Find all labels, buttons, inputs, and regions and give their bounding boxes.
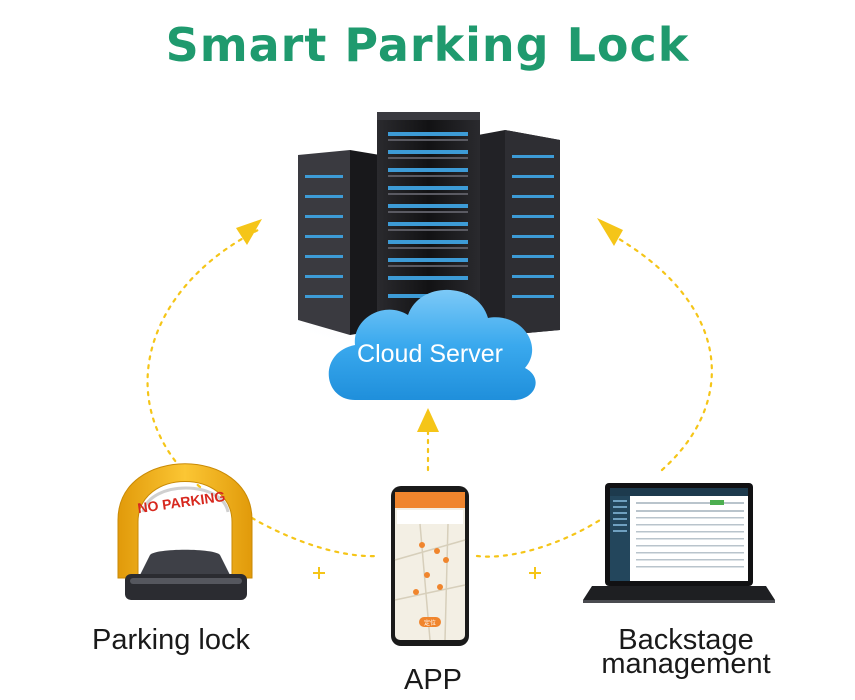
diagram-title: Smart Parking Lock	[165, 18, 690, 72]
plus-icon-right	[529, 567, 541, 579]
connector-lock-cloud	[146, 228, 260, 489]
backstage-label-line-1: Backstage	[618, 624, 754, 656]
connector-backstage-cloud	[605, 230, 713, 472]
cloud-icon	[328, 289, 536, 401]
arrow-head-center	[417, 408, 439, 432]
connector-lock-app	[250, 516, 380, 558]
laptop-icon	[583, 483, 775, 603]
backstage-label-line-2: management	[601, 648, 771, 680]
parking-lock-label: Parking lock	[92, 624, 250, 656]
app-label: APP	[404, 664, 463, 696]
backstage-label: Backstage management	[591, 624, 781, 680]
arrow-head-right	[597, 218, 623, 246]
plus-icon-left	[313, 567, 325, 579]
connector-lines	[146, 228, 713, 558]
cloud-server-label: Cloud Server	[357, 340, 503, 368]
connector-app-backstage	[475, 518, 602, 558]
arrow-head-left	[236, 219, 262, 245]
smartphone-icon: 定位	[391, 486, 469, 646]
phone-screen-button-text: 定位	[424, 619, 436, 627]
parking-lock-icon: NO PARKING	[117, 463, 253, 600]
